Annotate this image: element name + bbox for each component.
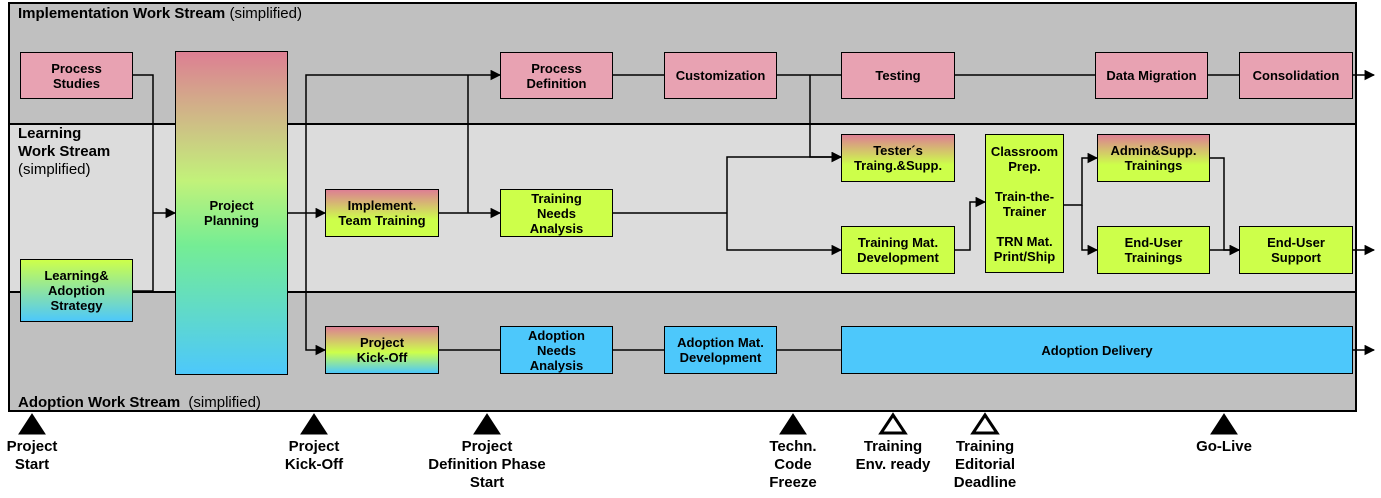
project-planning-label: Project Planning <box>204 198 259 228</box>
learning-adoption-strategy-label: Learning& Adoption Strategy <box>44 268 109 313</box>
adoption-mat-development-box: Adoption Mat. Development <box>664 326 777 374</box>
testers-training-box: Tester´s Traing.&Supp. <box>841 134 955 182</box>
testing-label: Testing <box>875 68 921 83</box>
implement-team-training-box: Implement. Team Training <box>325 189 439 237</box>
milestone-outline-triangle-icon <box>878 412 908 435</box>
learning-title: Learning Work Stream <box>18 125 111 160</box>
customization-box: Customization <box>664 52 777 99</box>
milestone-filled-triangle-icon <box>779 413 807 435</box>
learning-lane-title: Learning Work Stream (simplified) <box>18 125 110 179</box>
implementation-suffix: (simplified) <box>229 5 302 22</box>
admin-supp-trainings-label: Admin&Supp. Trainings <box>1110 143 1197 173</box>
adoption-title: Adoption Work Stream <box>18 394 181 411</box>
customization-label: Customization <box>675 68 766 83</box>
classroom-prep-box: Classroom Prep. Train-the- Trainer TRN M… <box>985 134 1064 273</box>
project-planning-box: Project Planning <box>175 51 288 375</box>
consolidation-box: Consolidation <box>1239 52 1353 99</box>
project-kickoff-label: Project Kick-Off <box>356 335 408 365</box>
learning-adoption-strategy-box: Learning& Adoption Strategy <box>20 259 133 322</box>
milestone-filled-triangle-icon <box>18 413 46 435</box>
milestone-filled-triangle-icon <box>300 413 328 435</box>
adoption-lane-title: Adoption Work Stream (simplified) <box>18 394 261 412</box>
milestone-label: Project Definition Phase Start <box>428 438 546 491</box>
process-studies-label: Process Studies <box>51 60 102 91</box>
process-studies-box: Process Studies <box>20 52 133 99</box>
training-mat-development-box: Training Mat. Development <box>841 226 955 274</box>
implementation-lane-title: Implementation Work Stream (simplified) <box>18 5 302 23</box>
milestone-label: Go-Live <box>1196 438 1252 455</box>
milestone-label: Techn. Code Freeze <box>769 438 817 491</box>
end-user-trainings-label: End-User Trainings <box>1124 235 1183 265</box>
adoption-delivery-label: Adoption Delivery <box>1041 342 1153 358</box>
process-definition-label: Process Definition <box>526 60 587 91</box>
end-user-support-label: End-User Support <box>1267 235 1325 265</box>
milestone-label: Training Env. ready <box>855 438 931 473</box>
consolidation-label: Consolidation <box>1252 68 1340 83</box>
adoption-mat-development-label: Adoption Mat. Development <box>677 335 764 365</box>
project-kickoff-box: Project Kick-Off <box>325 326 439 374</box>
milestone-label: Training Editorial Deadline <box>953 438 1017 491</box>
training-needs-analysis-box: Training Needs Analysis <box>500 189 613 237</box>
milestone-filled-triangle-icon <box>1210 413 1238 435</box>
milestone-filled-triangle-icon <box>473 413 501 435</box>
training-needs-analysis-label: Training Needs Analysis <box>529 190 584 236</box>
implementation-title: Implementation Work Stream <box>18 5 226 22</box>
adoption-suffix: (simplified) <box>188 394 261 411</box>
milestone-label: Project Start <box>6 438 58 473</box>
implement-team-training-label: Implement. Team Training <box>338 198 426 228</box>
learning-suffix: (simplified) <box>18 161 91 178</box>
adoption-delivery-box: Adoption Delivery <box>841 326 1353 374</box>
testers-training-label: Tester´s Traing.&Supp. <box>853 143 943 173</box>
classroom-prep-label: Classroom Prep. Train-the- Trainer TRN M… <box>990 143 1059 264</box>
milestone-outline-triangle-icon <box>970 412 1000 435</box>
milestone-label: Project Kick-Off <box>284 438 344 473</box>
process-definition-box: Process Definition <box>500 52 613 99</box>
end-user-trainings-box: End-User Trainings <box>1097 226 1210 274</box>
admin-supp-trainings-box: Admin&Supp. Trainings <box>1097 134 1210 182</box>
adoption-needs-analysis-label: Adoption Needs Analysis <box>527 327 586 373</box>
data-migration-box: Data Migration <box>1095 52 1208 99</box>
adoption-needs-analysis-box: Adoption Needs Analysis <box>500 326 613 374</box>
data-migration-label: Data Migration <box>1106 68 1197 83</box>
training-mat-development-label: Training Mat. Development <box>857 235 939 265</box>
end-user-support-box: End-User Support <box>1239 226 1353 274</box>
testing-box: Testing <box>841 52 955 99</box>
